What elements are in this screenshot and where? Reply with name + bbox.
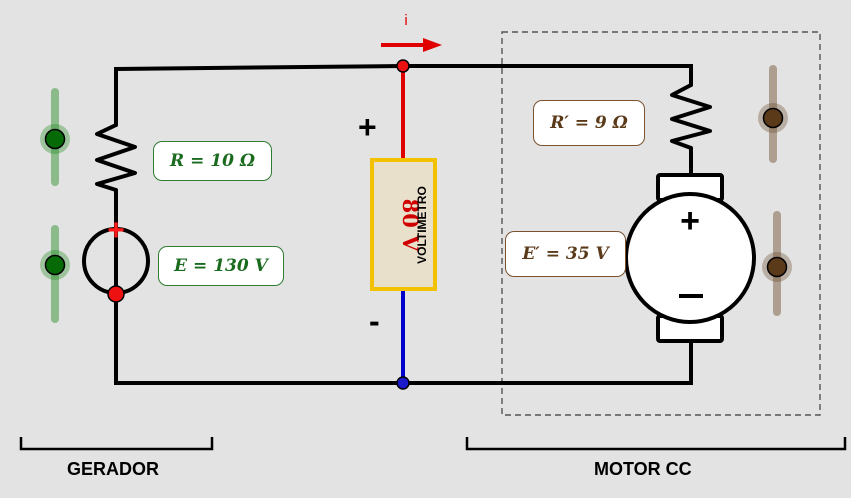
motor-plus-mark: + — [680, 202, 700, 240]
generator-terminal-point[interactable] — [107, 285, 125, 303]
motor-minus-mark — [679, 294, 703, 298]
motor-resistance-label: R′ = 9 Ω — [533, 100, 645, 146]
top-wire-left — [114, 64, 405, 127]
generator-plus-mark: + — [107, 214, 125, 247]
motor-resistor — [670, 83, 712, 150]
generator-group-label: GERADOR — [67, 459, 160, 479]
motor-armature — [624, 192, 756, 324]
top-node-point[interactable] — [396, 59, 410, 73]
motor-bracket — [465, 437, 847, 451]
bottom-node-point[interactable] — [396, 376, 410, 390]
voltmeter-plus-sign: + — [358, 109, 377, 145]
motor-group-label: MOTOR CC — [594, 459, 692, 479]
motor-resistance-slider-knob — [762, 107, 784, 129]
voltmeter-minus-sign: - — [369, 303, 380, 339]
generator-resistance-label: R = 10 Ω — [153, 141, 272, 181]
motor-emf-slider[interactable] — [762, 211, 792, 316]
current-label: i — [404, 12, 407, 29]
voltmeter-body — [370, 158, 437, 291]
generator-emf-slider[interactable] — [40, 225, 70, 323]
generator-resistance-slider-knob — [44, 128, 66, 150]
current-arrow-head — [423, 38, 442, 52]
motor-enclosure — [501, 31, 821, 416]
generator-resistor — [95, 123, 137, 192]
motor-resistance-slider[interactable] — [758, 65, 788, 163]
motor-emf-slider-knob — [766, 256, 788, 278]
generator-emf-label: E = 130 V — [158, 246, 284, 286]
top-wire-right — [401, 64, 693, 87]
motor-emf-label: E′ = 35 V — [505, 231, 626, 277]
voltmeter-name: VOLTIMETRO — [415, 186, 429, 264]
generator-resistance-slider[interactable] — [40, 88, 70, 186]
voltmeter-reading: 80 V — [398, 199, 423, 253]
generator-bracket — [19, 437, 214, 451]
generator-emf-slider-knob — [44, 254, 66, 276]
